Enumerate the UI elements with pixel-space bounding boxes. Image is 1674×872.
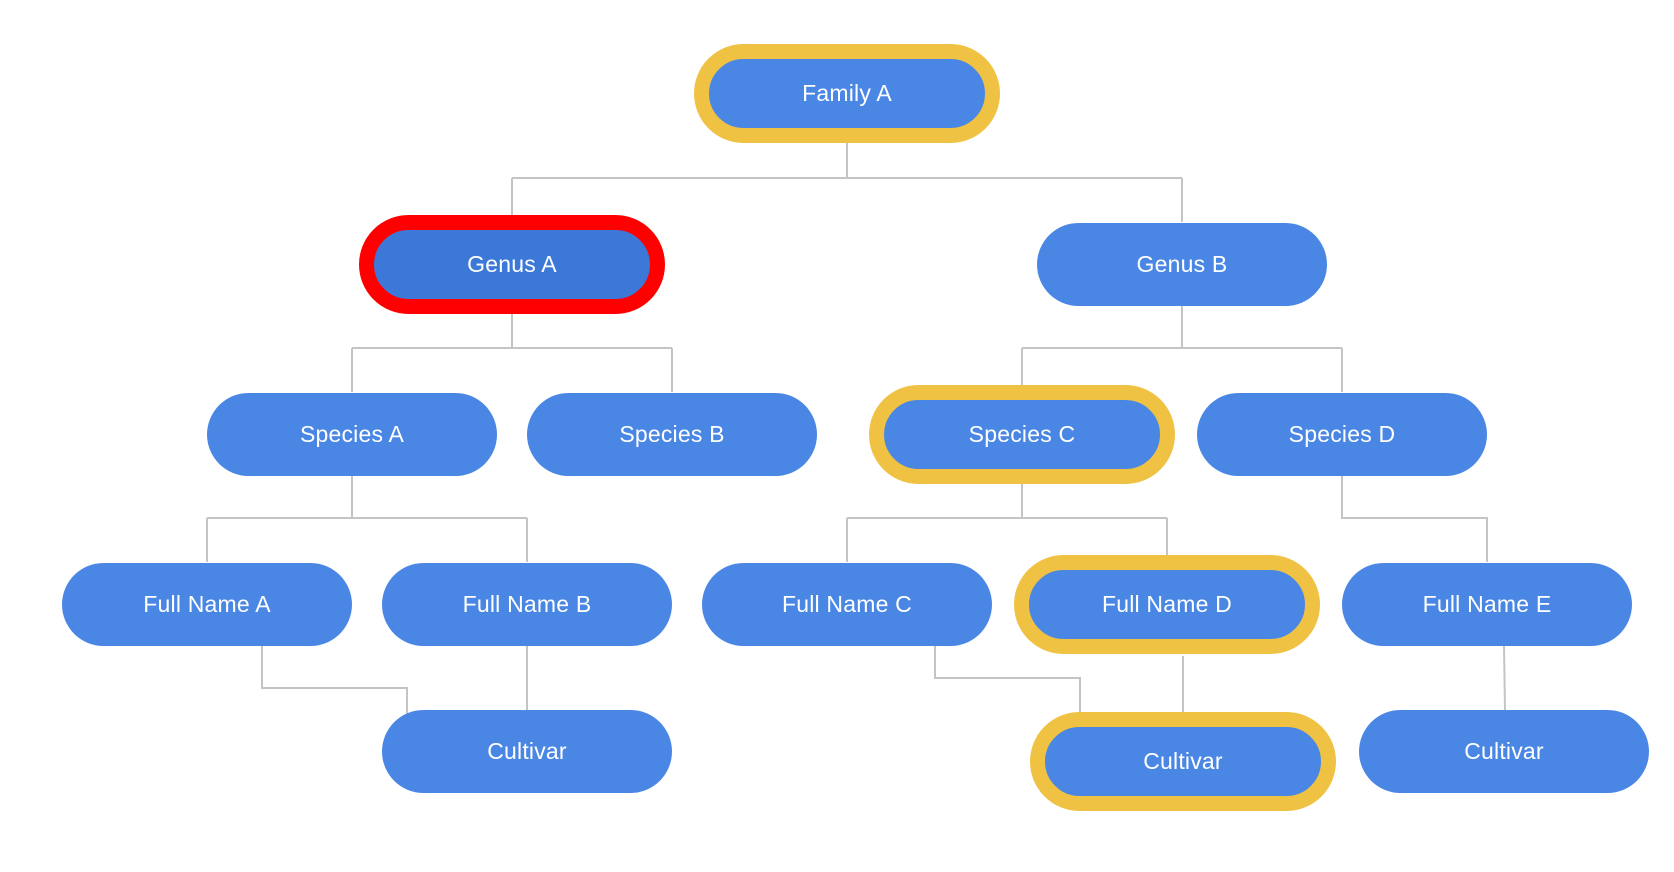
node-genus-b[interactable]: Genus B (1037, 223, 1327, 306)
node-species-b[interactable]: Species B (527, 393, 817, 476)
node-full-name-d[interactable]: Full Name D (1014, 555, 1320, 654)
connector-species-a-full-names (206, 476, 528, 562)
connector-full-name-a-cultivar (261, 646, 408, 732)
connector-family-a-genus (511, 142, 1183, 222)
connector-species-d-full-name-e (1341, 476, 1488, 562)
node-full-name-b[interactable]: Full Name B (382, 563, 672, 646)
node-genus-a[interactable]: Genus A (359, 215, 665, 314)
node-full-name-c[interactable]: Full Name C (702, 563, 992, 646)
node-species-c[interactable]: Species C (869, 385, 1175, 484)
node-family-a[interactable]: Family A (694, 44, 1000, 143)
node-full-name-a[interactable]: Full Name A (62, 563, 352, 646)
node-cultivar-1[interactable]: Cultivar (382, 710, 672, 793)
node-cultivar-2[interactable]: Cultivar (1030, 712, 1336, 811)
node-species-a[interactable]: Species A (207, 393, 497, 476)
connector-full-name-c-cultivar (934, 636, 1081, 722)
connector-species-c-full-names (846, 480, 1168, 562)
node-full-name-e[interactable]: Full Name E (1342, 563, 1632, 646)
connector-genus-b-species (1021, 306, 1343, 392)
connector-full-name-e-cultivar (1503, 645, 1506, 711)
connector-genus-a-species (351, 312, 673, 392)
node-species-d[interactable]: Species D (1197, 393, 1487, 476)
node-cultivar-3[interactable]: Cultivar (1359, 710, 1649, 793)
